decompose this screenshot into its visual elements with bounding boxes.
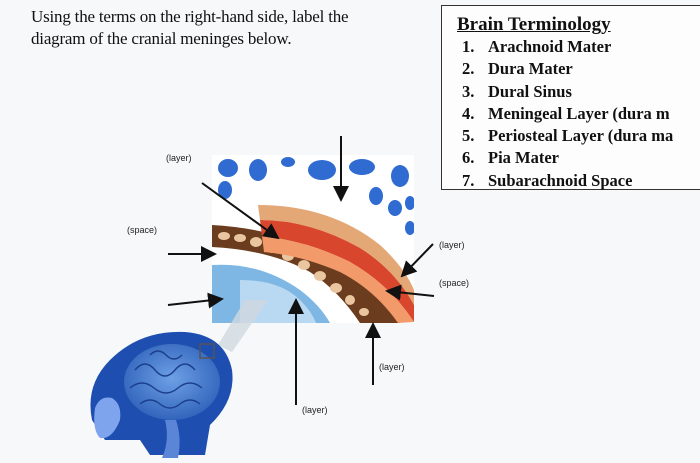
arrow-space-right xyxy=(385,284,435,301)
term-item: 5. Periosteal Layer (dura ma xyxy=(462,125,673,147)
periosteal-layer xyxy=(258,205,414,305)
term-item: 2. Dura Mater xyxy=(462,58,673,80)
term-label: Arachnoid Mater xyxy=(488,37,612,56)
head-illustration xyxy=(90,331,233,458)
scalp-cells xyxy=(218,157,414,235)
label-layer-bottom: (layer) xyxy=(302,405,328,415)
term-item: 1. Arachnoid Mater xyxy=(462,36,673,58)
face-profile xyxy=(94,397,121,439)
term-label: Subarachnoid Space xyxy=(488,170,633,190)
arrow-layer-right xyxy=(400,243,434,278)
label-space-left: (space) xyxy=(127,225,158,235)
label-layer-bottom-right: (layer) xyxy=(379,362,405,372)
term-item: 6. Pia Mater xyxy=(462,147,673,169)
term-label: Dural Sinus xyxy=(488,81,572,101)
instructions: Using the terms on the right-hand side, … xyxy=(31,6,421,50)
terminology-list: 1. Arachnoid Mater 2. Dura Mater 3. Dural S… xyxy=(462,36,673,192)
cross-section-panel xyxy=(212,155,414,323)
term-number: 2. xyxy=(462,59,475,79)
term-label: Periosteal Layer (dura ma xyxy=(488,126,674,146)
term-item: 7. Subarachnoid Space xyxy=(462,170,673,192)
brain-icon xyxy=(124,344,220,420)
terminology-title: Brain Terminology xyxy=(457,14,611,35)
term-label: Dura Mater xyxy=(488,59,573,79)
term-item: 3. Dural Sinus xyxy=(462,81,673,103)
arrow-space-left-lower xyxy=(167,292,224,309)
term-number: 3. xyxy=(462,81,475,101)
term-item: 4. Meningeal Layer (dura m xyxy=(462,103,673,125)
instructions-line-2: diagram of the cranial meninges below. xyxy=(31,29,292,48)
zoom-box xyxy=(199,343,215,359)
term-number: 1. xyxy=(462,37,475,56)
label-layer-top-left: (layer) xyxy=(166,153,192,163)
arachnoid-layer xyxy=(262,236,414,323)
label-space-right: (space) xyxy=(439,278,470,288)
term-number: 6. xyxy=(462,148,475,168)
term-label: Pia Mater xyxy=(488,148,560,168)
zoom-callout xyxy=(218,300,268,352)
brain-folds xyxy=(129,350,203,409)
label-layer-right: (layer) xyxy=(439,240,465,250)
term-number: 5. xyxy=(462,126,475,146)
term-label: Meningeal Layer (dura m xyxy=(488,103,670,123)
instructions-line-1: Using the terms on the right-hand side, … xyxy=(31,7,349,26)
terminology-box: Brain Terminology 1. Arachnoid Mater 2. Du… xyxy=(441,5,700,190)
arrow-layer-top-left xyxy=(201,182,280,240)
label-arrows xyxy=(167,136,435,405)
brainstem-icon xyxy=(162,420,180,458)
term-number: 4. xyxy=(462,103,475,123)
term-number: 7. xyxy=(462,170,475,190)
